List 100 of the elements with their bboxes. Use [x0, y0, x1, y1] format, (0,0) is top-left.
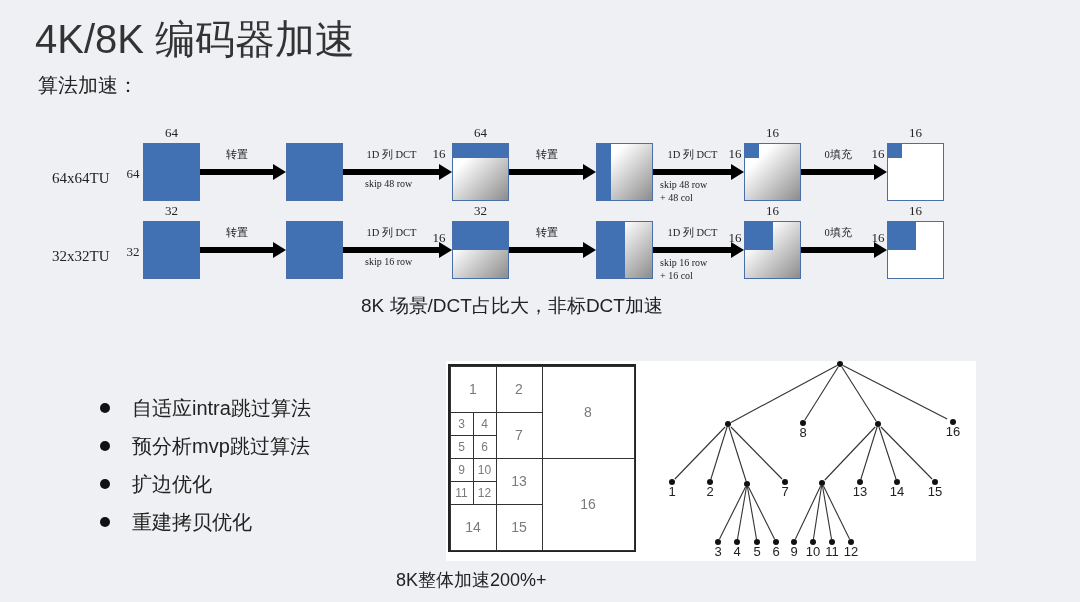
tree-branch [736, 486, 748, 540]
node-number: 10 [805, 544, 821, 559]
node-number: 15 [927, 484, 943, 499]
edge-label: 转置 [535, 226, 558, 240]
node-number: 1 [668, 484, 676, 499]
tree-branch [841, 366, 877, 422]
arrow [343, 164, 452, 180]
tree-branch [860, 426, 878, 480]
tree-node-dot [819, 480, 825, 486]
arrow [801, 164, 887, 180]
grid-cell: 1 [449, 365, 497, 413]
arrow [801, 242, 887, 258]
tree-branch [746, 486, 758, 540]
dimension-label: 16 [728, 146, 742, 162]
tree-branch [821, 485, 833, 540]
edge-label: 0填充 [824, 148, 852, 162]
dimension-label: 16 [766, 125, 779, 141]
caption-text: 8K 场景/DCT占比大，非标DCT加速 [361, 294, 663, 318]
dimension-label: 64 [165, 125, 178, 141]
tree-node-dot [875, 421, 881, 427]
text-label: 32x32TU [52, 248, 110, 265]
matrix-block [596, 221, 653, 279]
text-label: skip 16 row [365, 256, 413, 267]
tree-branch [730, 426, 783, 480]
dimension-label: 32 [474, 203, 487, 219]
node-number: 5 [753, 544, 761, 559]
grid-cell: 14 [449, 503, 497, 551]
node-number: 14 [889, 484, 905, 499]
node-number: 13 [852, 484, 868, 499]
tree-node-dot [725, 421, 731, 427]
dimension-label: 16 [432, 146, 446, 162]
edge-label: 0填充 [824, 226, 852, 240]
node-number: 3 [714, 544, 722, 559]
dimension-label: 32 [165, 203, 178, 219]
dimension-label: 16 [766, 203, 779, 219]
edge-label: 1D 列 DCT [667, 148, 718, 162]
tree-branch [747, 486, 776, 540]
arrow [509, 164, 596, 180]
tree-branch [718, 486, 747, 540]
text-label: 64x64TU [52, 170, 110, 187]
dimension-label: 16 [871, 230, 885, 246]
node-number: 6 [772, 544, 780, 559]
text-label: 8K整体加速200%+ [396, 569, 547, 592]
tree-branch [878, 426, 897, 480]
dimension-label: 16 [909, 203, 922, 219]
tree-branch [728, 426, 747, 482]
dimension-label: 16 [871, 146, 885, 162]
tree-branch [674, 426, 726, 480]
grid-cell: 8 [541, 365, 635, 459]
edge-label: 1D 列 DCT [667, 226, 718, 240]
node-number: 2 [706, 484, 714, 499]
matrix-block [887, 221, 944, 279]
arrow [509, 242, 596, 258]
grid-cell: 16 [541, 457, 635, 551]
text-label: skip 48 row [365, 178, 413, 189]
arrow [653, 242, 744, 258]
matrix-block [286, 221, 343, 279]
text-label: skip 16 row + 16 col [660, 256, 709, 282]
dimension-label: 16 [432, 230, 446, 246]
arrow [200, 242, 286, 258]
bullet-text: 预分析mvp跳过算法 [132, 434, 310, 459]
slide-title: 4K/8K 编码器加速 [35, 16, 356, 63]
partition-grid [448, 364, 636, 552]
matrix-block [286, 143, 343, 201]
tree-node-dot [837, 361, 843, 367]
tree-branch [730, 365, 838, 423]
dimension-label: 16 [909, 125, 922, 141]
tree-branch [824, 426, 876, 481]
arrow [653, 164, 744, 180]
tree-branch [812, 485, 823, 540]
tree-node-dot [744, 481, 750, 487]
node-number: 9 [790, 544, 798, 559]
edge-label: 1D 列 DCT [366, 226, 417, 240]
tree-branch [804, 366, 839, 421]
node-number: 11 [825, 544, 839, 559]
node-number: 7 [781, 484, 789, 499]
tree-branch [794, 485, 822, 540]
node-number: 4 [733, 544, 741, 559]
node-number: 12 [843, 544, 859, 559]
matrix-block [452, 221, 509, 279]
tree-branch [822, 485, 851, 540]
matrix-block [596, 143, 653, 201]
arrow [343, 242, 452, 258]
matrix-block [744, 143, 801, 201]
dimension-label: 32 [126, 244, 140, 260]
edge-label: 1D 列 DCT [366, 148, 417, 162]
bullet-text: 扩边优化 [132, 472, 212, 497]
tree-branch [710, 426, 728, 480]
tree-branch [880, 426, 933, 480]
dimension-label: 16 [728, 230, 742, 246]
text-label: skip 48 row + 48 col [660, 178, 709, 204]
node-number: 16 [945, 424, 961, 439]
edge-label: 转置 [535, 148, 558, 162]
matrix-block [452, 143, 509, 201]
dimension-label: 64 [474, 125, 487, 141]
matrix-block [143, 143, 200, 201]
matrix-block [143, 221, 200, 279]
dimension-label: 64 [126, 166, 140, 182]
bullet-text: 重建拷贝优化 [132, 510, 252, 535]
edge-label: 转置 [226, 226, 248, 240]
